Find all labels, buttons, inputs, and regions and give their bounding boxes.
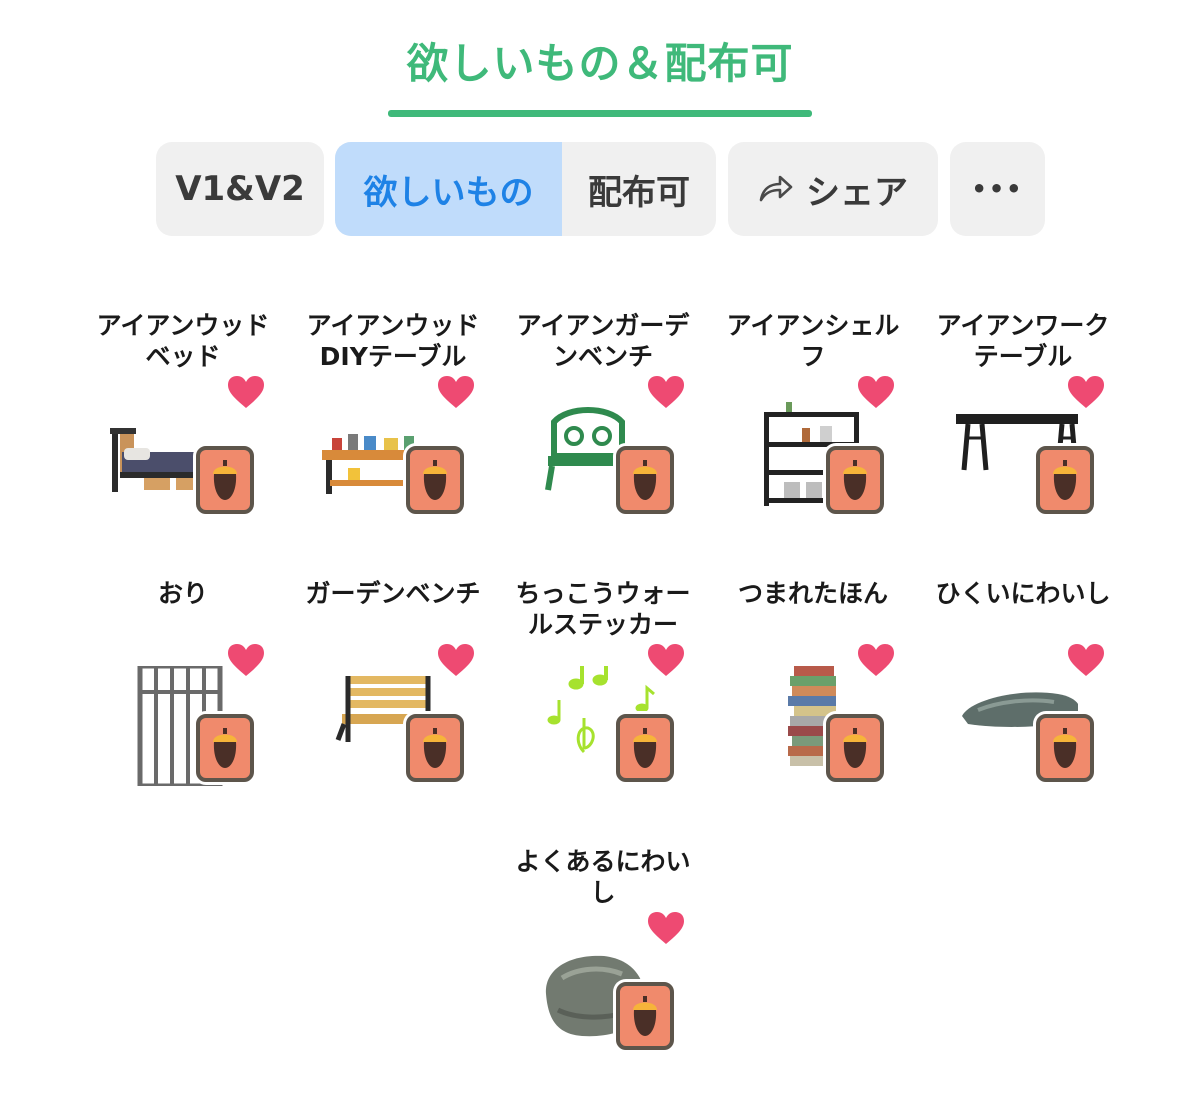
heart-icon[interactable]	[646, 910, 686, 946]
list-item[interactable]: おり	[78, 578, 288, 828]
tab-wanted[interactable]: 欲しいもの	[335, 142, 562, 236]
recipe-card-icon	[616, 982, 674, 1050]
heart-icon[interactable]	[1066, 374, 1106, 410]
list-item[interactable]: ちっこうウォー ルステッカー	[498, 578, 708, 828]
list-item[interactable]: ひくいにわいし	[918, 578, 1128, 828]
heart-icon[interactable]	[646, 374, 686, 410]
want-give-segmented-control: 欲しいもの 配布可	[335, 142, 716, 236]
recipe-card-icon	[406, 714, 464, 782]
heart-icon[interactable]	[226, 642, 266, 678]
heart-icon[interactable]	[856, 374, 896, 410]
list-item[interactable]: よくあるにわい し	[498, 846, 708, 1096]
item-name: つまれたほん	[737, 579, 888, 608]
share-button[interactable]: シェア	[728, 142, 938, 236]
item-name: よくあるにわい し	[515, 847, 691, 907]
heart-icon[interactable]	[436, 374, 476, 410]
item-name: アイアンシェル フ	[726, 311, 900, 371]
more-icon: •••	[971, 175, 1024, 203]
item-name: アイアンワーク テーブル	[936, 311, 1110, 371]
page-title: 欲しいもの＆配布可	[406, 39, 794, 88]
tab-giveaway[interactable]: 配布可	[588, 172, 690, 213]
recipe-card-icon	[1036, 714, 1094, 782]
item-name: ガーデンベンチ	[305, 579, 481, 608]
recipe-card-icon	[616, 714, 674, 782]
recipe-card-icon	[1036, 446, 1094, 514]
item-name: ひくいにわいし	[935, 579, 1111, 608]
heart-icon[interactable]	[436, 642, 476, 678]
list-item[interactable]: つまれたほん	[708, 578, 918, 828]
list-item[interactable]: アイアンウッド DIYテーブル	[288, 310, 498, 560]
book-stack-icon	[788, 666, 838, 766]
share-icon	[758, 174, 794, 204]
item-name: アイアンガーデ ンベンチ	[516, 311, 690, 371]
list-item[interactable]: アイアンシェル フ	[708, 310, 918, 560]
list-item[interactable]: アイアンウッド ベッド	[78, 310, 288, 560]
list-item[interactable]: アイアンガーデ ンベンチ	[498, 310, 708, 560]
item-name: アイアンウッド ベッド	[96, 311, 270, 371]
heart-icon[interactable]	[646, 642, 686, 678]
music-notes-icon	[547, 666, 655, 754]
item-name: ちっこうウォー ルステッカー	[515, 579, 691, 639]
recipe-card-icon	[826, 446, 884, 514]
heart-icon[interactable]	[1066, 642, 1106, 678]
recipe-card-icon	[196, 714, 254, 782]
item-name: おり	[157, 579, 208, 608]
share-label: シェア	[806, 172, 908, 213]
recipe-card-icon	[196, 446, 254, 514]
item-name: アイアンウッド DIYテーブル	[306, 311, 480, 371]
heart-icon[interactable]	[856, 642, 896, 678]
work-table-icon	[956, 414, 1078, 471]
list-item[interactable]: アイアンワーク テーブル	[918, 310, 1128, 560]
heart-icon[interactable]	[226, 374, 266, 410]
more-button[interactable]: •••	[950, 142, 1045, 236]
filter-bar: V1&V2 欲しいもの 配布可 シェア •••	[0, 142, 1200, 236]
version-button[interactable]: V1&V2	[156, 142, 324, 236]
recipe-card-icon	[406, 446, 464, 514]
recipe-card-icon	[616, 446, 674, 514]
title-underline	[388, 110, 812, 117]
recipe-card-icon	[826, 714, 884, 782]
list-item[interactable]: ガーデンベンチ	[288, 578, 498, 828]
